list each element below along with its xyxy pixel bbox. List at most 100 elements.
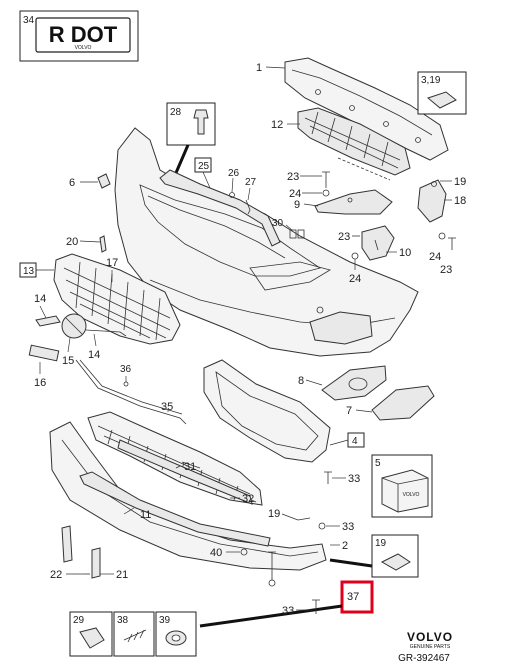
callout-10: 10 xyxy=(399,247,411,259)
box-38 xyxy=(113,611,155,657)
reference-number: GR-392467 xyxy=(398,653,450,664)
callout-15: 15 xyxy=(62,355,74,367)
diagram-shape xyxy=(175,465,181,469)
diagram-shape xyxy=(297,229,305,239)
diagram-shape xyxy=(431,181,437,187)
license-plate-group: 34 R DOT VOLVO xyxy=(19,10,139,62)
diagram-shape xyxy=(203,359,331,463)
diagram-shape xyxy=(351,252,359,260)
diagram-shape xyxy=(381,469,429,513)
diagram-shape xyxy=(305,379,323,386)
diagram-shape xyxy=(268,551,276,580)
diagram-shape xyxy=(318,522,326,530)
callout-16: 16 xyxy=(34,377,46,389)
callout-35: 35 xyxy=(161,401,173,413)
callout-29: 29 xyxy=(73,615,85,626)
diagram-shape xyxy=(291,69,433,136)
diagram-shape xyxy=(374,239,379,251)
callout-24c: 24 xyxy=(429,251,441,263)
diagram-shape xyxy=(355,409,373,413)
footer-brand: VOLVO xyxy=(407,630,453,644)
fastener-boxes: 29 38 39 xyxy=(69,611,197,657)
highlight-37 xyxy=(340,580,374,614)
callout-3-19: 3,19 xyxy=(421,75,441,86)
plate-brand: VOLVO xyxy=(75,45,92,51)
callout-19b: 19 xyxy=(268,508,280,520)
callout-20: 20 xyxy=(66,236,78,248)
diagram-shape xyxy=(381,477,429,512)
diagram-shape xyxy=(79,240,101,243)
callout-14b: 14 xyxy=(88,349,100,361)
diagram-shape xyxy=(123,629,147,643)
callout-9: 9 xyxy=(294,199,300,211)
diagram-shape xyxy=(329,558,373,568)
diagram-shape xyxy=(93,333,97,347)
diagram-shape xyxy=(79,359,183,415)
diagram-shape xyxy=(303,203,319,207)
diagram-shape xyxy=(53,253,181,345)
diagram-shape xyxy=(321,365,387,401)
callout-32: 32 xyxy=(242,493,254,505)
grille-mesh xyxy=(297,107,411,176)
diagram-shape xyxy=(438,232,446,240)
box-28 xyxy=(166,102,216,146)
diagram-shape xyxy=(123,381,129,387)
footer-brand-sub: GENUINE PARTS xyxy=(410,644,451,650)
callout-36: 36 xyxy=(120,364,132,375)
plate-text: R DOT xyxy=(49,22,118,47)
callout-6: 6 xyxy=(69,177,75,189)
callout-30: 30 xyxy=(272,218,284,229)
diagram-shape xyxy=(65,317,83,335)
diagram-shape xyxy=(123,507,135,515)
diagram-shape xyxy=(117,439,253,505)
callout-33a: 33 xyxy=(348,473,360,485)
diagram-shape xyxy=(349,105,355,111)
callout-1: 1 xyxy=(256,62,262,74)
diagram-shape xyxy=(199,604,343,628)
diagram-shape xyxy=(297,517,311,521)
diagram-shape xyxy=(28,344,60,362)
diagram-shape: VOLVO xyxy=(403,492,420,498)
diagram-shape xyxy=(314,189,393,215)
diagram-shape xyxy=(371,385,435,421)
diagram-shape xyxy=(426,91,457,109)
diagram-shape xyxy=(79,627,105,649)
diagram-shape xyxy=(268,579,276,587)
diagram-shape xyxy=(75,359,187,425)
callout-33c: 33 xyxy=(282,605,294,617)
diagram-shape xyxy=(337,157,391,181)
diagram-shape xyxy=(171,634,181,642)
diagram-shape xyxy=(99,235,107,253)
box-29 xyxy=(69,611,113,657)
diagram-shape xyxy=(417,179,447,223)
callout-38: 38 xyxy=(117,615,129,626)
diagram-shape xyxy=(215,371,319,451)
diagram-shape xyxy=(309,311,373,345)
callout-23b: 23 xyxy=(338,231,350,243)
diagram-shape xyxy=(347,197,353,203)
callout-40: 40 xyxy=(210,547,222,559)
diagram-shape xyxy=(139,184,321,277)
callout-11: 11 xyxy=(140,509,151,521)
callout-4: 4 xyxy=(352,436,358,447)
diagram-shape xyxy=(39,305,47,319)
callout-24a: 24 xyxy=(289,188,301,200)
front-grille xyxy=(53,253,181,345)
callout-7: 7 xyxy=(346,405,352,417)
diagram-shape xyxy=(304,111,401,169)
callout-37: 37 xyxy=(347,591,359,603)
diagram-shape xyxy=(229,192,235,198)
callout-5: 5 xyxy=(375,458,381,469)
diagram-shape xyxy=(415,137,421,143)
diagram-shape xyxy=(240,548,248,556)
diagram-shape xyxy=(329,439,349,446)
diagram-shape xyxy=(322,189,330,197)
diagram-shape xyxy=(284,57,449,161)
diagram-shape xyxy=(361,225,395,261)
diagram-shape xyxy=(67,337,71,353)
callout-25: 25 xyxy=(198,161,210,172)
diagram-shape xyxy=(35,315,61,327)
diagram-shape xyxy=(181,461,201,469)
diagram-shape xyxy=(91,547,101,579)
